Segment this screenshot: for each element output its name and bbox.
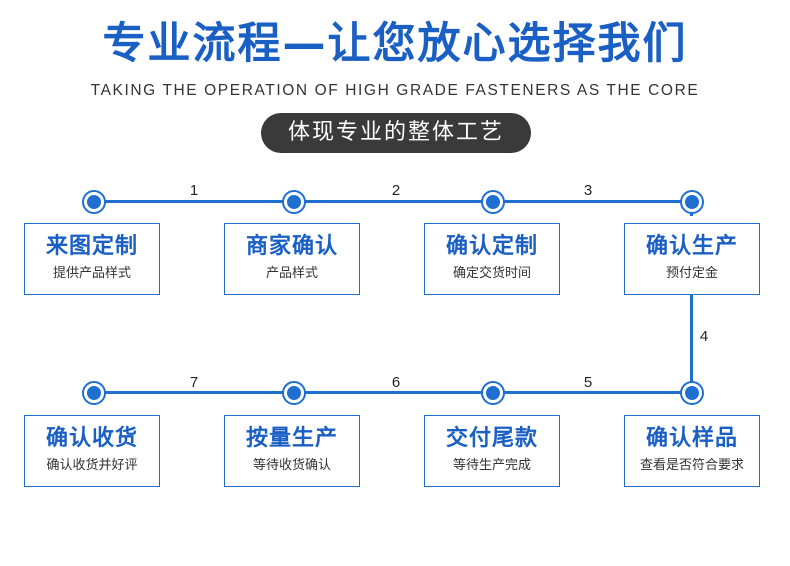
step-box: 交付尾款 等待生产完成 xyxy=(424,415,560,487)
step-desc: 等待生产完成 xyxy=(452,458,531,473)
step-desc: 查看是否符合要求 xyxy=(639,458,744,473)
connector-label: 2 xyxy=(391,182,401,199)
flow-node xyxy=(284,383,304,403)
flow-node xyxy=(284,192,304,212)
step-title: 确认定制 xyxy=(445,234,538,259)
flow-node xyxy=(483,192,503,212)
flow-node xyxy=(483,383,503,403)
step-desc: 预付定金 xyxy=(665,266,718,281)
step-desc: 产品样式 xyxy=(265,266,318,281)
flow-node xyxy=(682,383,702,403)
step-title: 商家确认 xyxy=(245,234,338,259)
step-box: 确认定制 确定交货时间 xyxy=(424,223,560,295)
connector-label: 5 xyxy=(583,374,593,391)
connector-label: 4 xyxy=(699,328,709,345)
connector-label: 6 xyxy=(391,374,401,391)
step-desc: 确定交货时间 xyxy=(452,266,531,281)
step-box: 按量生产 等待收货确认 xyxy=(224,415,360,487)
step-title: 按量生产 xyxy=(245,426,338,451)
step-box: 来图定制 提供产品样式 xyxy=(24,223,160,295)
connector-label: 1 xyxy=(189,182,199,199)
connector-label: 7 xyxy=(189,374,199,391)
step-title: 确认收货 xyxy=(45,426,138,451)
step-box: 确认样品 查看是否符合要求 xyxy=(624,415,760,487)
step-desc: 确认收货并好评 xyxy=(46,458,138,473)
step-box: 商家确认 产品样式 xyxy=(224,223,360,295)
connector-label: 3 xyxy=(583,182,593,199)
step-title: 确认生产 xyxy=(645,234,738,259)
step-title: 交付尾款 xyxy=(445,426,538,451)
flow-node xyxy=(682,192,702,212)
step-title: 确认样品 xyxy=(645,426,738,451)
step-title: 来图定制 xyxy=(45,234,138,259)
page-subtitle: TAKING THE OPERATION OF HIGH GRADE FASTE… xyxy=(90,82,700,99)
step-box: 确认生产 预付定金 xyxy=(624,223,760,295)
step-box: 确认收货 确认收货并好评 xyxy=(24,415,160,487)
section-badge: 体现专业的整体工艺 xyxy=(261,113,531,153)
step-desc: 等待收货确认 xyxy=(252,458,331,473)
flow-node xyxy=(84,383,104,403)
connector-line-top xyxy=(93,200,693,203)
connector-line-right xyxy=(690,295,693,391)
page-title: 专业流程—让您放心选择我们 xyxy=(102,19,688,69)
connector-line-bottom xyxy=(93,391,693,394)
flow-node xyxy=(84,192,104,212)
step-desc: 提供产品样式 xyxy=(52,266,131,281)
